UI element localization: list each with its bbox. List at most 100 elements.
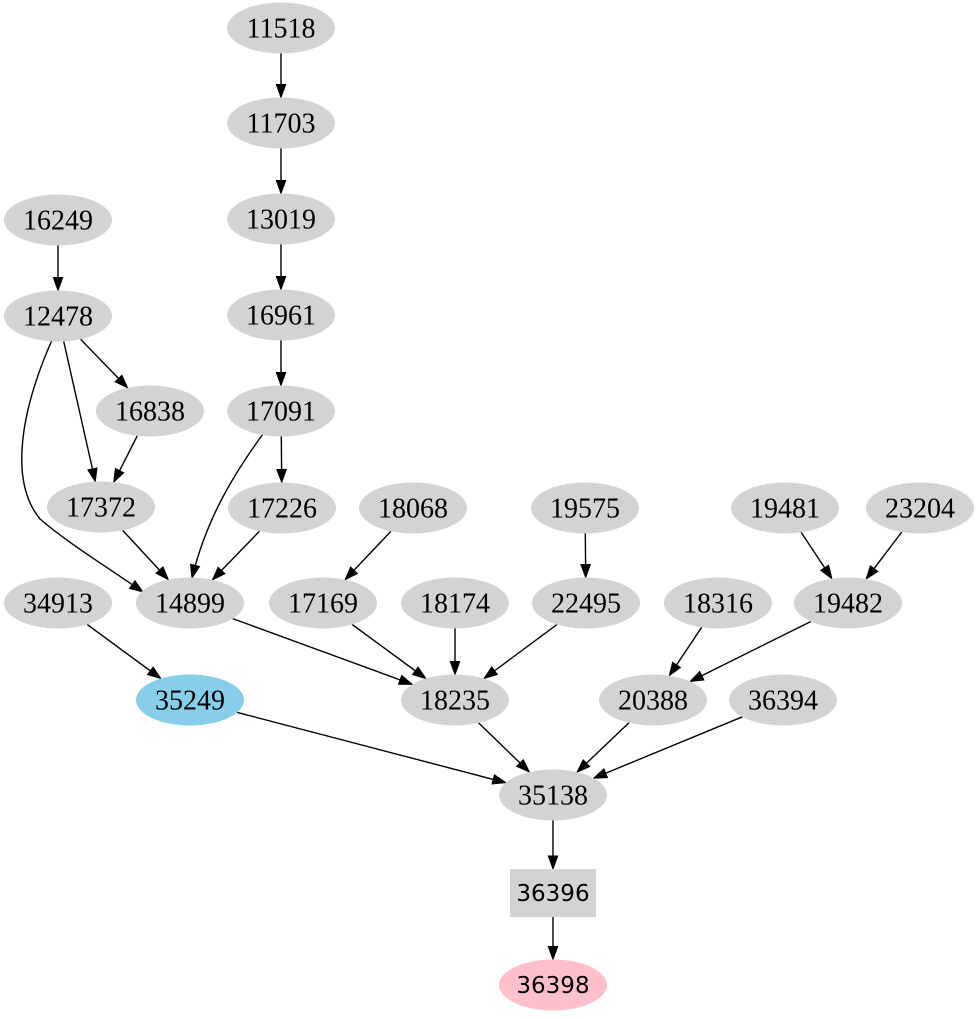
node-shape-ellipse (664, 577, 772, 629)
node-20388: 20388 (599, 674, 707, 726)
node-label: 34913 (23, 589, 93, 620)
node-label: 20388 (618, 686, 688, 717)
node-19575: 19575 (531, 482, 639, 534)
node-shape-ellipse (401, 577, 509, 629)
node-36394: 36394 (729, 674, 837, 726)
edge-18235-to-35138 (478, 722, 522, 765)
arrowhead-17091-to-14899 (189, 563, 201, 580)
node-label: 16249 (23, 206, 93, 237)
arrowhead-20388-to-35138 (575, 758, 591, 774)
node-label: 36394 (748, 686, 818, 717)
arrowhead-16249-to-12478 (52, 277, 64, 292)
node-shape-ellipse (532, 577, 640, 629)
arrowhead-12478-to-17372 (87, 467, 98, 484)
node-23204: 23204 (866, 482, 974, 534)
edge-16838-to-17372 (118, 435, 138, 473)
node-34913: 34913 (4, 577, 112, 629)
node-shape-ellipse (4, 577, 112, 629)
node-17091: 17091 (227, 385, 335, 437)
node-label: 11518 (247, 14, 316, 45)
edges-layer (21, 53, 903, 961)
node-shape-box (510, 869, 596, 917)
node-shape-ellipse (731, 482, 839, 534)
node-shape-ellipse (227, 193, 335, 245)
arrowhead-23204-to-19482 (865, 564, 879, 581)
arrowhead-18235-to-35138 (515, 758, 531, 774)
node-label: 17372 (66, 493, 136, 524)
node-label: 19482 (813, 589, 883, 620)
edge-17091-to-14899 (191, 433, 264, 579)
node-19482: 19482 (794, 577, 902, 629)
arrowhead-16961-to-17091 (275, 372, 287, 387)
node-shape-ellipse (599, 674, 707, 726)
edge-34913-to-35249 (86, 623, 153, 673)
arrowhead-19482-to-20388 (688, 670, 705, 683)
node-17169: 17169 (269, 577, 377, 629)
arrowhead-19575-to-22495 (580, 563, 592, 579)
node-label: 17226 (247, 494, 317, 525)
arrowhead-16838-to-17372 (113, 467, 125, 484)
node-label: 35249 (155, 686, 225, 717)
node-label: 17091 (246, 397, 316, 428)
edge-14899-to-18235 (232, 617, 403, 682)
node-14899: 14899 (136, 577, 244, 629)
node-shape-ellipse (4, 194, 112, 246)
arrowhead-13019-to-16961 (275, 276, 287, 291)
edge-23204-to-19482 (872, 531, 903, 571)
edge-12478-to-14899 (21, 339, 144, 593)
edge-12478-to-16838 (79, 338, 121, 381)
node-shape-ellipse (401, 674, 509, 726)
edge-22495-to-18235 (492, 623, 558, 673)
arrowhead-19481-to-19482 (819, 564, 833, 580)
node-shape-ellipse (269, 577, 377, 629)
node-11518: 11518 (227, 2, 335, 54)
node-shape-ellipse (96, 385, 204, 437)
arrowhead-18174-to-18235 (449, 661, 461, 676)
edge-19482-to-20388 (699, 620, 812, 678)
node-shape-ellipse (866, 482, 974, 534)
node-shape-ellipse (47, 481, 155, 533)
node-35249: 35249 (136, 674, 244, 726)
arrowhead-12478-to-14899 (128, 579, 145, 593)
node-13019: 13019 (227, 193, 335, 245)
arrowhead-17091-to-17226 (276, 469, 288, 484)
node-11703: 11703 (227, 97, 335, 149)
arrowhead-36394-to-35138 (592, 768, 609, 779)
node-19481: 19481 (731, 482, 839, 534)
node-shape-ellipse (227, 2, 335, 54)
arrowhead-12478-to-16838 (114, 374, 129, 389)
arrowhead-17226-to-14899 (211, 566, 226, 581)
arrowhead-35138-to-36396 (547, 855, 559, 871)
node-label: 17169 (288, 589, 358, 620)
edge-17372-to-14899 (122, 529, 162, 573)
node-22495: 22495 (532, 577, 640, 629)
node-17226: 17226 (228, 482, 336, 534)
node-shape-ellipse (227, 289, 335, 341)
arrowhead-11703-to-13019 (275, 180, 287, 195)
node-shape-ellipse (531, 482, 639, 534)
node-18174: 18174 (401, 577, 509, 629)
node-label: 18235 (420, 686, 490, 717)
node-label: 16838 (115, 397, 185, 428)
node-label: 19575 (550, 494, 620, 525)
node-12478: 12478 (4, 290, 112, 342)
arrowhead-17372-to-14899 (155, 566, 170, 581)
edge-35249-to-35138 (237, 711, 496, 781)
node-label: 22495 (551, 589, 621, 620)
node-18068: 18068 (359, 482, 467, 534)
node-shape-ellipse (136, 577, 244, 629)
edge-17169-to-18235 (351, 623, 418, 673)
node-label: 14899 (155, 589, 225, 620)
node-shape-ellipse (4, 290, 112, 342)
node-label: 16961 (246, 301, 316, 332)
node-shape-ellipse (499, 769, 607, 821)
node-label: 13019 (246, 205, 316, 236)
node-shape-ellipse (359, 482, 467, 534)
edge-19481-to-19482 (800, 531, 827, 570)
node-shape-ellipse (794, 577, 902, 629)
node-35138: 35138 (499, 769, 607, 821)
node-18316: 18316 (664, 577, 772, 629)
nodes-layer: 11518 11703 13019 16961 17091 17226 16249 12478… (4, 2, 974, 1011)
